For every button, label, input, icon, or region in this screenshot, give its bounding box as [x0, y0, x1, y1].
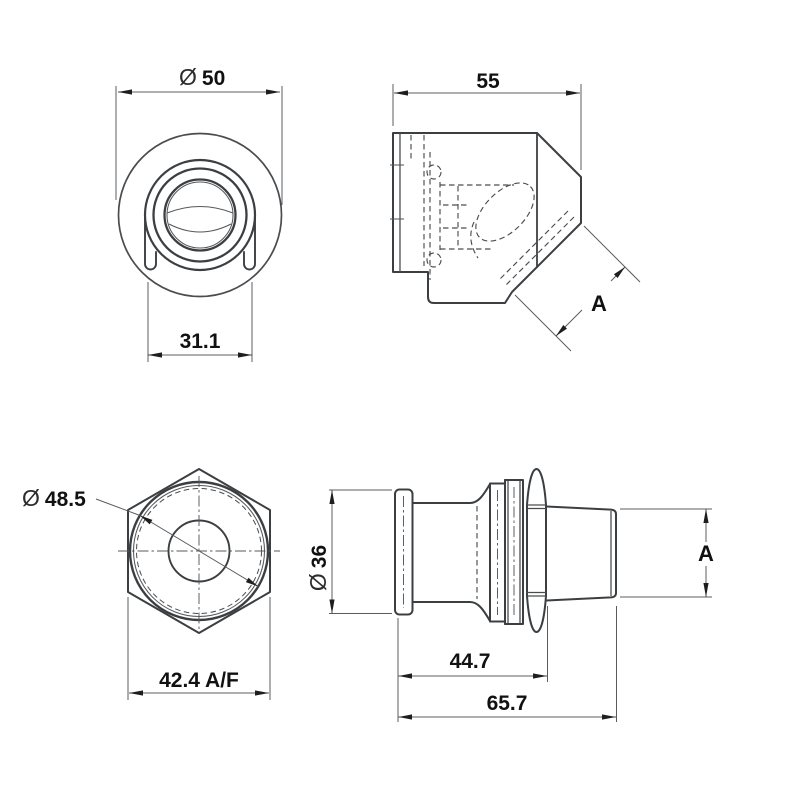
dim-label-mid-length: 44.7: [450, 650, 491, 673]
hexagon: [127, 468, 271, 634]
right-flat-slot: [243, 212, 256, 271]
elbow-body: [390, 132, 582, 304]
arrowhead: [329, 599, 335, 614]
dim-label-length: 55: [476, 70, 500, 93]
dim-port-A-fitting: A: [620, 508, 714, 598]
collar-band-1: [489, 479, 506, 625]
arrowhead: [329, 490, 335, 504]
hex-top-corner: [526, 468, 547, 506]
bore-ring-inner: [163, 178, 237, 252]
left-flat-slot: [144, 212, 157, 271]
fitting-body: [394, 468, 617, 633]
elbow-outline: [392, 132, 582, 304]
dim-mid-length: 44.7: [397, 606, 548, 722]
arrowhead: [118, 89, 132, 95]
extension-line: [583, 225, 641, 283]
seat-arc-top: [166, 206, 234, 214]
arrowhead: [398, 714, 412, 720]
bore-ring-outer: [152, 167, 248, 263]
extension-line: [514, 294, 572, 352]
arrowhead: [398, 673, 412, 679]
hex-corner-lines: [527, 504, 546, 597]
dim-across-flats: 42.4 A/F: [127, 597, 271, 700]
dim-length-55: 55: [392, 70, 582, 170]
dim-label-port: A: [591, 291, 607, 316]
hex-side-flats: [526, 504, 547, 597]
arrowhead: [266, 89, 280, 95]
arrowhead: [703, 509, 709, 523]
arrowhead: [556, 325, 567, 336]
dim-label-port: A: [698, 541, 714, 566]
hidden-thread-line: [505, 216, 575, 286]
arrowhead: [613, 267, 625, 278]
angled-bore-ellipse: [475, 182, 535, 242]
dim-total-length: 65.7: [398, 606, 617, 722]
arrowhead: [245, 577, 259, 587]
dim-label-across-flats: 42.4 A/F: [159, 669, 239, 692]
cup-circle: [143, 158, 257, 272]
dim-diameter-36: Ø36: [305, 489, 392, 614]
seat-arc-bottom: [168, 223, 232, 233]
fitting-side-view: Ø36 A 44.7 65.7: [305, 468, 714, 722]
arrowhead: [255, 690, 269, 696]
hidden-arc: [470, 221, 479, 259]
bore-edge-circle: [166, 181, 234, 249]
hidden-arc: [426, 252, 442, 268]
arrowhead: [394, 90, 408, 96]
arrowhead: [703, 583, 709, 597]
arrowhead: [602, 714, 616, 720]
elbow-hidden-lines: [410, 135, 575, 286]
hex-bottom-corner: [526, 595, 547, 633]
body-top-edge: [411, 483, 491, 504]
collar-band-2: [504, 479, 524, 625]
front-view-geometry: [117, 132, 283, 298]
body-bottom-edge: [411, 601, 491, 622]
dim-width-31-1: 31.1: [147, 282, 253, 362]
dim-port-A-elbow: A: [514, 225, 641, 352]
stub-outline: [545, 505, 617, 602]
dim-label-width: 31.1: [180, 330, 221, 353]
leader-line: [95, 498, 141, 516]
diameter-line: [139, 515, 259, 587]
hidden-thread-line: [499, 210, 569, 280]
arrowhead: [238, 352, 252, 358]
arrowhead: [566, 90, 580, 96]
arrowhead: [140, 515, 153, 525]
flange: [394, 488, 414, 616]
outer-flange-circle: [117, 132, 283, 298]
elbow-side-view: 55: [390, 70, 641, 352]
arrowhead: [533, 673, 547, 679]
arrowhead: [148, 352, 162, 358]
arrowhead: [129, 690, 143, 696]
hex-geometry: [118, 468, 280, 634]
dim-label-diameter-36: Ø36: [305, 545, 331, 591]
dim-label-total-length: 65.7: [487, 692, 528, 715]
hidden-arc: [426, 164, 442, 180]
